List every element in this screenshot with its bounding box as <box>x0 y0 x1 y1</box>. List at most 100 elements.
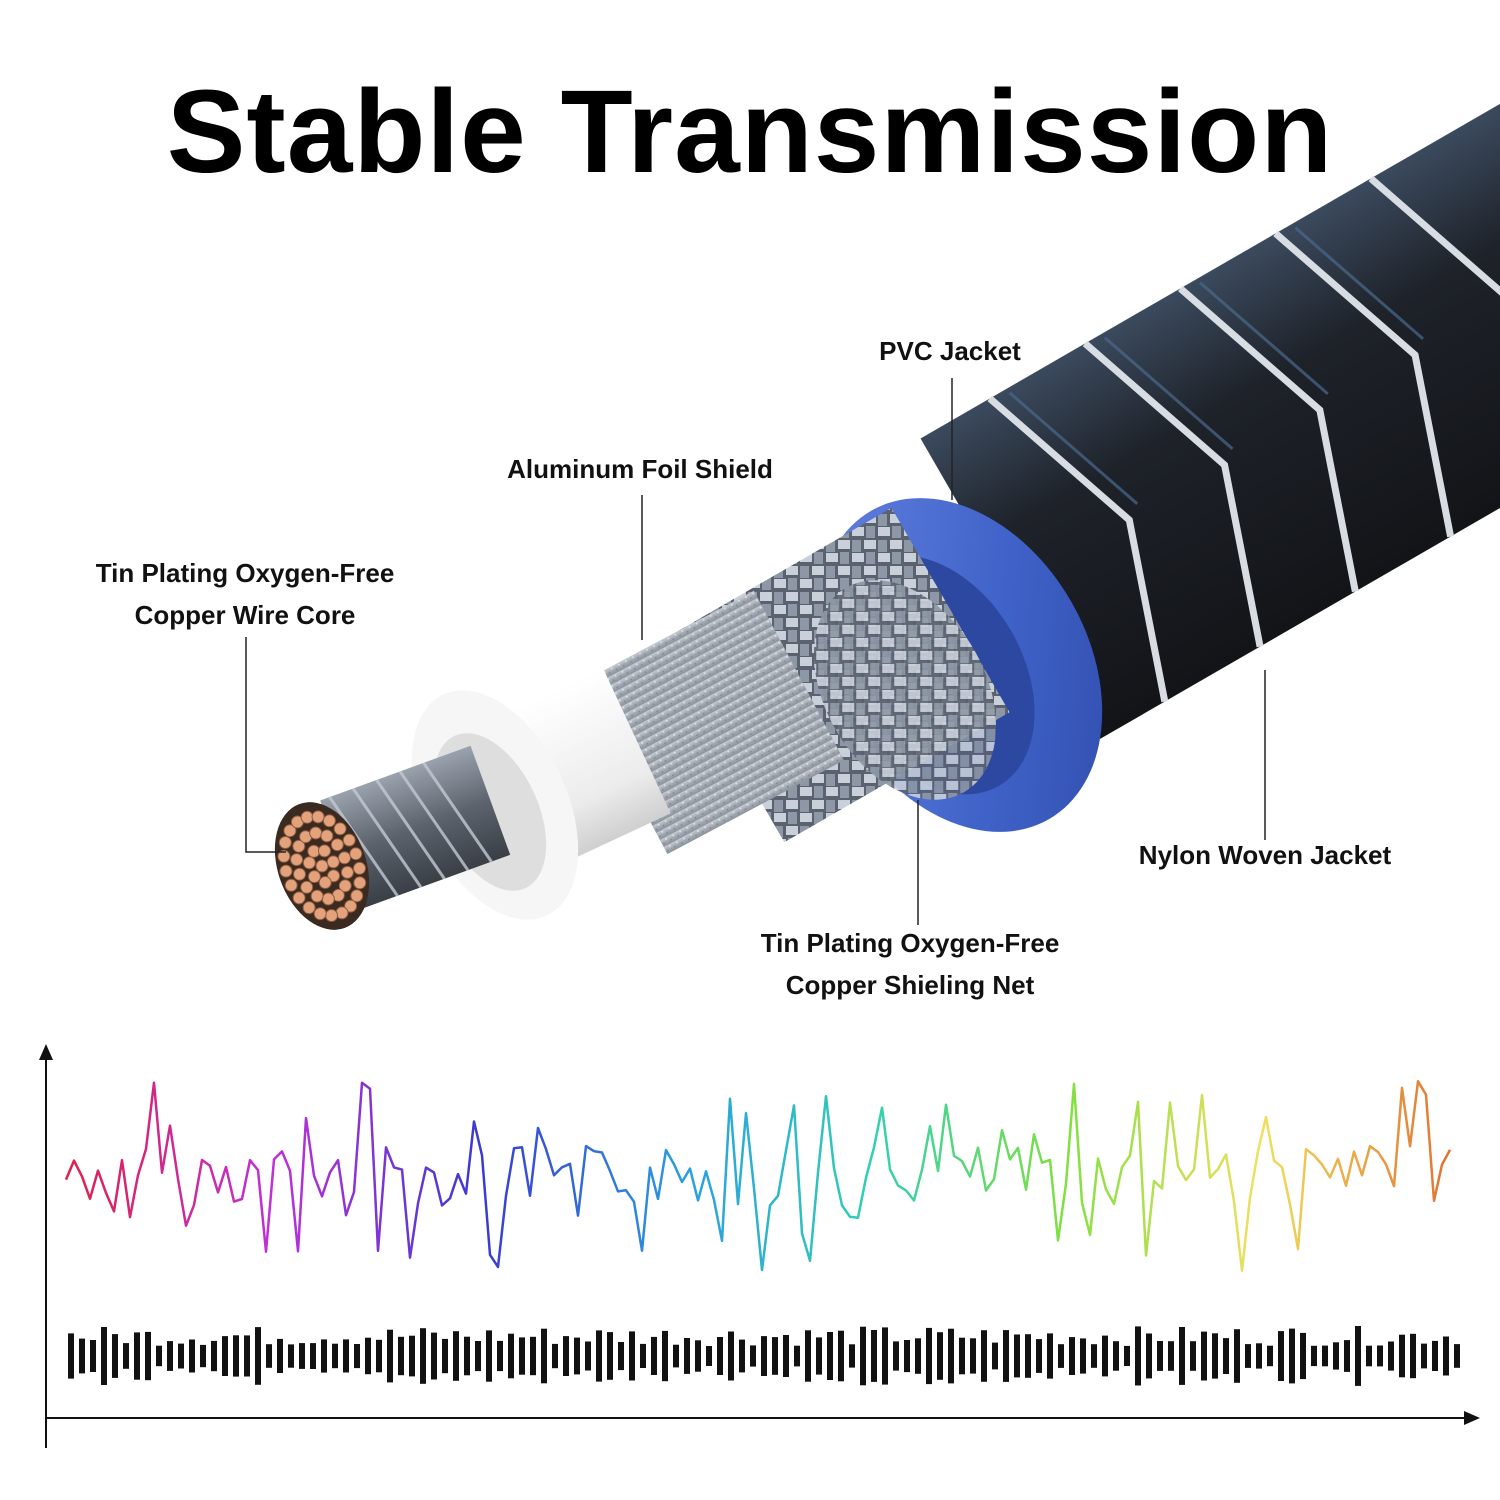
barcode-bar <box>332 1343 338 1369</box>
barcode-bar <box>1410 1333 1416 1379</box>
barcode-bar <box>376 1339 382 1373</box>
barcode-bar <box>1344 1340 1350 1372</box>
barcode-bar <box>112 1334 118 1378</box>
barcode-bar <box>255 1327 261 1385</box>
barcode-bar <box>1388 1341 1394 1371</box>
barcode-bar <box>1036 1339 1042 1373</box>
barcode-bar <box>156 1345 162 1367</box>
barcode-bar <box>1168 1341 1174 1371</box>
barcode-bar <box>453 1331 459 1381</box>
barcode-bar <box>431 1332 437 1380</box>
rainbow-waveform-line <box>64 1080 1452 1272</box>
barcode-bar <box>442 1338 448 1374</box>
barcode-bar <box>585 1341 591 1371</box>
copper-strand <box>320 829 334 843</box>
barcode-bar <box>1124 1345 1130 1366</box>
barcode-bar <box>464 1336 470 1376</box>
barcode-bar <box>145 1331 151 1381</box>
barcode-bar <box>167 1341 173 1371</box>
barcode-bar <box>882 1327 888 1385</box>
copper-strand <box>344 899 358 913</box>
copper-strand <box>283 824 297 838</box>
barcode-bar <box>266 1344 272 1368</box>
barcode-bar <box>871 1330 877 1382</box>
barcode-bar <box>1003 1330 1009 1382</box>
barcode-bar <box>794 1345 800 1367</box>
copper-strand <box>350 889 364 903</box>
barcode-bar <box>1432 1340 1438 1371</box>
barcode-bar <box>783 1335 789 1377</box>
page-title: Stable Transmission <box>166 66 1334 198</box>
barcode-bar <box>563 1336 569 1376</box>
barcode-bar <box>398 1336 404 1376</box>
barcode-bar <box>508 1333 514 1379</box>
copper-strand <box>302 901 316 915</box>
copper-strand <box>311 810 325 824</box>
copper-strand <box>349 847 363 861</box>
copper-strand <box>322 814 336 828</box>
barcode-bar <box>310 1343 316 1369</box>
barcode-bar <box>420 1328 426 1384</box>
barcode-signal <box>68 1326 1460 1386</box>
barcode-bar <box>101 1327 107 1385</box>
barcode-bar <box>178 1343 184 1369</box>
barcode-bar <box>321 1339 327 1373</box>
copper-strand <box>330 838 344 852</box>
barcode-bar <box>607 1332 613 1380</box>
barcode-bar <box>552 1343 558 1369</box>
barcode-bar <box>1146 1333 1152 1379</box>
barcode-bar <box>1256 1343 1262 1369</box>
barcode-bar <box>1377 1345 1383 1367</box>
barcode-bar <box>629 1331 635 1381</box>
barcode-bar <box>596 1330 602 1382</box>
copper-strand <box>315 859 329 873</box>
barcode-bar <box>761 1336 767 1376</box>
barcode-bar <box>805 1330 811 1382</box>
copper-strand <box>293 867 306 881</box>
copper-strand <box>279 864 293 878</box>
barcode-bar <box>1223 1338 1229 1374</box>
barcode-bar <box>1080 1338 1086 1374</box>
barcode-bar <box>904 1340 910 1373</box>
barcode-bar <box>706 1346 712 1366</box>
barcode-bar <box>1267 1345 1273 1367</box>
barcode-bar <box>123 1343 129 1369</box>
barcode-bar <box>1025 1334 1031 1378</box>
copper-strand <box>277 849 291 863</box>
barcode-bar <box>728 1331 734 1381</box>
barcode-bar <box>1113 1341 1119 1371</box>
barcode-bar <box>981 1330 987 1382</box>
copper-strand <box>318 876 332 889</box>
barcode-bar <box>1102 1335 1108 1377</box>
barcode-bar <box>1157 1341 1163 1371</box>
barcode-bar <box>299 1343 305 1369</box>
barcode-bar <box>1300 1332 1306 1380</box>
barcode-bar <box>915 1338 921 1374</box>
barcode-bar <box>244 1335 250 1377</box>
barcode-bar <box>1278 1331 1284 1381</box>
barcode-bar <box>849 1344 855 1368</box>
barcode-bar <box>90 1340 96 1372</box>
nylon-woven-jacket-label: Nylon Woven Jacket <box>1138 840 1392 870</box>
copper-strand <box>326 855 340 869</box>
barcode-bar <box>1311 1345 1317 1367</box>
barcode-bar <box>816 1337 822 1375</box>
barcode-bar <box>79 1338 85 1374</box>
barcode-bar <box>1069 1337 1075 1375</box>
barcode-bar <box>189 1339 195 1373</box>
barcode-bar <box>640 1343 646 1368</box>
barcode-bar <box>739 1339 745 1373</box>
barcode-bar <box>497 1340 503 1372</box>
barcode-bar <box>68 1333 74 1379</box>
barcode-bar <box>959 1337 965 1375</box>
barcode-bar <box>1058 1344 1064 1368</box>
barcode-bar <box>574 1337 580 1375</box>
barcode-bar <box>1190 1341 1196 1371</box>
barcode-bar <box>1212 1333 1218 1379</box>
barcode-bar <box>200 1344 206 1368</box>
copper-strand <box>338 879 352 893</box>
barcode-bar <box>1366 1345 1372 1367</box>
barcode-bar <box>1234 1329 1240 1383</box>
barcode-bar <box>948 1328 954 1384</box>
